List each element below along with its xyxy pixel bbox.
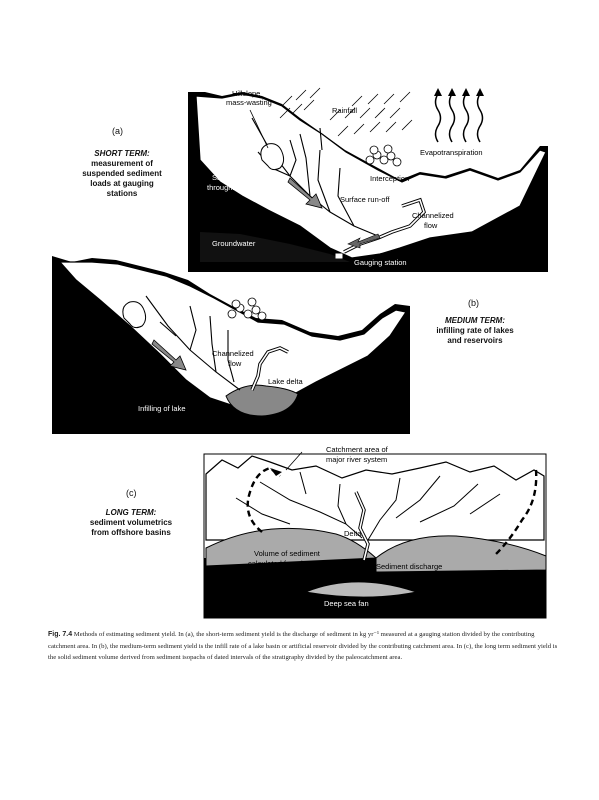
- saturated-label: Saturated: [212, 173, 245, 182]
- panel-b-term: MEDIUM TERM:: [445, 316, 505, 325]
- panel-b-slope-surface: [58, 261, 407, 409]
- volume-label-1: Volume of sediment: [254, 549, 321, 558]
- panel-b-runoff-arrow: [151, 339, 187, 371]
- panel-b-desc-1: infilling rate of lakes: [436, 326, 514, 335]
- panel-b-desc-2: and reservoirs: [447, 336, 503, 345]
- panel-c-river-inner: [355, 491, 369, 561]
- catchment-label-1: Catchment area of: [326, 445, 389, 454]
- mass-wasting-label: mass-wasting: [226, 98, 272, 107]
- discharge-label-2: from river mouth: [378, 572, 433, 581]
- catchment-boundary: [246, 466, 538, 555]
- panel-b-label: (b): [468, 298, 479, 308]
- panel-c-desc-1: sediment volumetrics: [89, 518, 173, 527]
- panel-c-caption: LONG TERM: sediment volumetrics from off…: [70, 508, 192, 538]
- panel-c-desc-2: from offshore basins: [91, 528, 171, 537]
- figure-caption-text: Methods of estimating sediment yield. In…: [48, 631, 558, 661]
- throughflow-label: throughflow: [207, 183, 246, 192]
- panel-a-desc-4: stations: [106, 189, 138, 198]
- panel-a-term: SHORT TERM:: [94, 149, 150, 158]
- flow-label-b: flow: [228, 359, 242, 368]
- catchment-arrow: [270, 468, 282, 476]
- interception-label: Interception: [370, 174, 409, 183]
- mass-wasting-scar: [260, 143, 285, 171]
- panel-b-drainage: [145, 295, 241, 391]
- deep-sea-fan-label: Deep sea fan: [324, 599, 369, 608]
- catchment-leader: [285, 451, 303, 471]
- panel-b-channel-inner: [251, 347, 289, 391]
- rainfall-dashes: [279, 87, 413, 137]
- discharge-label-1: Sediment discharge: [376, 562, 442, 571]
- figure-number: Fig. 7.4: [48, 631, 73, 638]
- catchment-label-2: major river system: [326, 455, 387, 464]
- panel-a-desc-2: suspended sediment: [82, 169, 162, 178]
- panel-b-caption: MEDIUM TERM: infilling rate of lakes and…: [420, 316, 530, 346]
- panel-a-caption: SHORT TERM: measurement of suspended sed…: [62, 149, 182, 199]
- gauging-station-marker: [335, 253, 343, 259]
- hillslope-label: Hillslope: [232, 89, 260, 98]
- volume-label-2: calculated from isopachs: [248, 559, 331, 568]
- evapotranspiration-label: Evapotranspiration: [420, 148, 483, 157]
- panel-a-groundwater-zone: [200, 232, 350, 262]
- sediment-wedge-left: [205, 527, 378, 567]
- panel-c-term: LONG TERM:: [105, 508, 157, 517]
- mass-wasting-leader: [249, 109, 269, 149]
- figure-caption: Fig. 7.4 Methods of estimating sediment …: [48, 629, 560, 664]
- panel-a-desc-3: loads at gauging: [90, 179, 154, 188]
- gauging-station-label: Gauging station: [354, 258, 407, 267]
- panel-a-label: (a): [112, 126, 123, 136]
- evapotranspiration-arrowheads: [434, 88, 484, 96]
- channelized-label: Channelized: [412, 211, 454, 220]
- infilling-label: Infilling of lake: [138, 404, 186, 413]
- panel-a-slope-surface: [195, 93, 547, 259]
- flow-label: flow: [424, 221, 438, 230]
- groundwater-label: Groundwater: [212, 239, 256, 248]
- deep-sea-fan: [304, 581, 418, 598]
- rainfall-label: Rainfall: [332, 106, 357, 115]
- evapotranspiration-arrows: [434, 93, 484, 143]
- surface-runoff-arrow: [287, 177, 323, 209]
- panel-c-drainage: [235, 471, 501, 541]
- surface-runoff-label: Surface run-off: [340, 195, 390, 204]
- panel-a-desc-1: measurement of: [91, 159, 153, 168]
- delta-label: Delta: [344, 529, 362, 538]
- channel-flow-arrow: [347, 233, 381, 249]
- panel-a-trees: [365, 144, 402, 167]
- panel-c-label: (c): [126, 488, 137, 498]
- panel-b-scar: [122, 301, 147, 329]
- panel-c-mountains: [205, 455, 545, 541]
- panel-b-trees: [227, 297, 267, 321]
- channelized-label-b: Channelized: [212, 349, 254, 358]
- lake-delta-label: Lake delta: [268, 377, 303, 386]
